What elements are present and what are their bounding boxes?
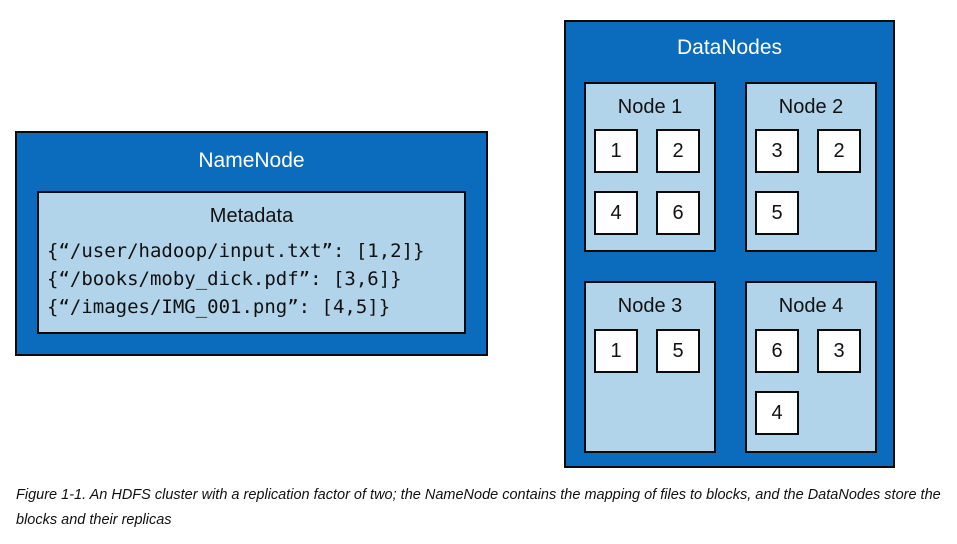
- metadata-line: {“/user/hadoop/input.txt”: [1,2]}: [47, 240, 425, 262]
- block: 5: [755, 191, 799, 235]
- node-2-title: Node 2: [778, 96, 844, 118]
- block: 4: [755, 391, 799, 435]
- block: 2: [656, 129, 700, 173]
- node-4-box: Node 4 6 3 4: [745, 281, 877, 453]
- datanodes-title: DataNodes: [676, 36, 783, 59]
- block: 3: [755, 129, 799, 173]
- block: 6: [656, 191, 700, 235]
- metadata-line: {“/images/IMG_001.png”: [4,5]}: [47, 296, 391, 318]
- block: 5: [656, 329, 700, 373]
- metadata-line: {“/books/moby_dick.pdf”: [3,6]}: [47, 268, 402, 290]
- figure-caption: Figure 1-1. An HDFS cluster with a repli…: [16, 487, 941, 528]
- node-1-title: Node 1: [617, 96, 683, 118]
- block: 6: [755, 329, 799, 373]
- node-3-box: Node 3 1 5: [584, 281, 716, 453]
- block: 4: [594, 191, 638, 235]
- namenode-title: NameNode: [198, 149, 305, 172]
- node-3-title: Node 3: [617, 295, 683, 317]
- block: 1: [594, 329, 638, 373]
- block: 1: [594, 129, 638, 173]
- block: 3: [817, 329, 861, 373]
- metadata-title: Metadata: [209, 205, 294, 227]
- metadata-lines: {“/user/hadoop/input.txt”: [1,2]} {“/book…: [47, 237, 425, 321]
- block: 2: [817, 129, 861, 173]
- node-1-box: Node 1 1 2 4 6: [584, 82, 716, 252]
- node-2-box: Node 2 3 2 5: [745, 82, 877, 252]
- node-4-title: Node 4: [778, 295, 844, 317]
- datanodes-box: DataNodes Node 1 1 2 4 6 Node 2 3 2 5 No…: [564, 20, 895, 468]
- namenode-box: NameNode Metadata {“/user/hadoop/input.t…: [15, 131, 488, 356]
- metadata-box: Metadata {“/user/hadoop/input.txt”: [1,2…: [37, 191, 466, 334]
